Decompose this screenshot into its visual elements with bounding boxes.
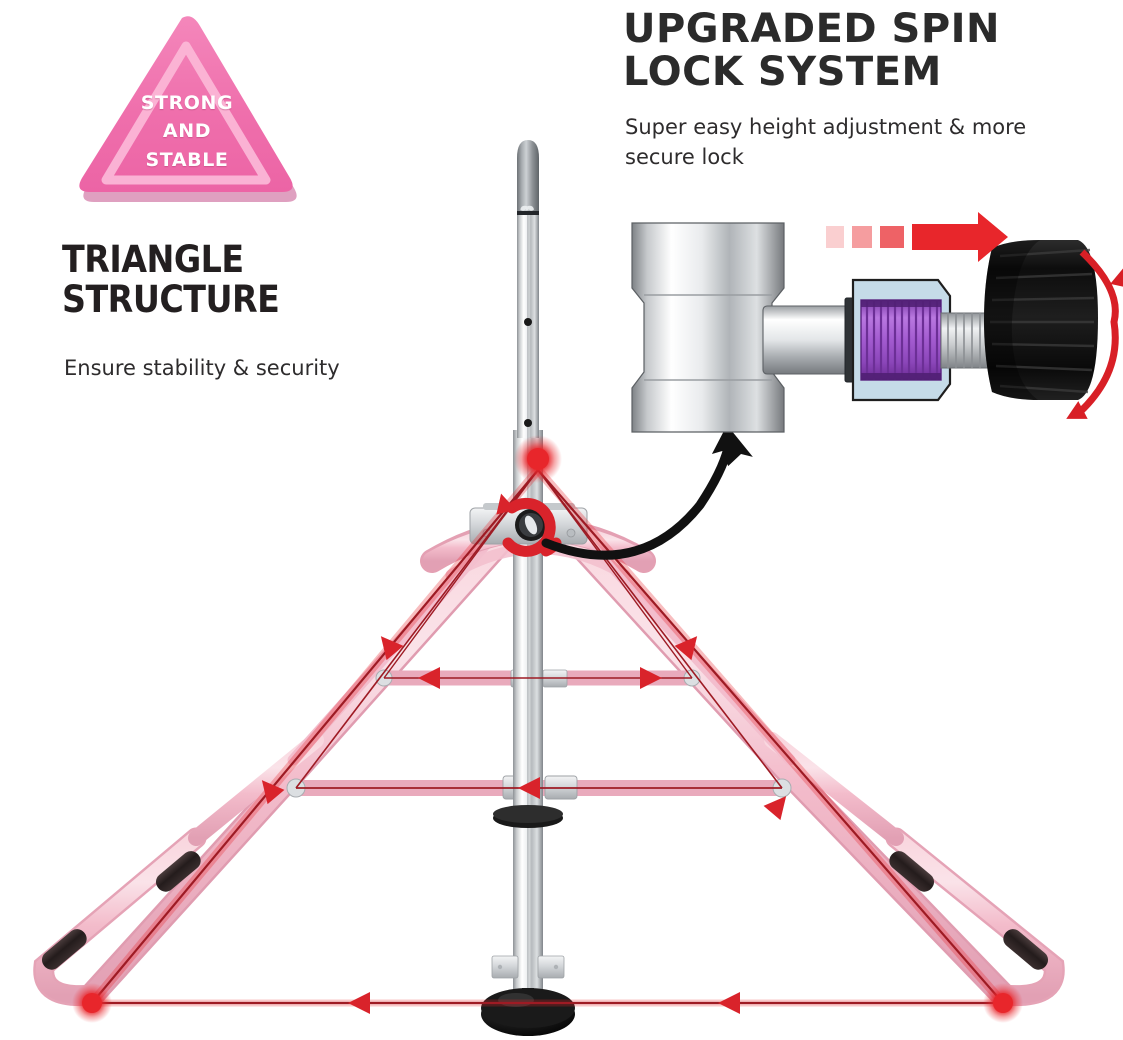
heading-line-1: TRIANGLE [62,238,244,281]
triangle-structure-heading: TRIANGLE STRUCTURE [62,240,462,320]
subtitle-line-1: Super easy height adjustment & [625,115,966,139]
subtitle-line-2: more secure lock [625,115,1027,169]
spin-lock-subtitle: Super easy height adjustment & more secu… [625,113,1055,173]
force-arrowheads [261,636,787,1014]
spin-lock-hub-clamp [469,503,588,545]
telescoping-pole [481,140,575,1036]
upper-crossbar [375,669,701,688]
heading-line-2: LOCK SYSTEM [623,49,942,96]
push-direction-arrow [826,212,1008,262]
rotate-knob-arrow [1066,249,1123,419]
heading-line-2: STRUCTURE [62,277,280,321]
badge-line-3: STABLE [145,149,229,171]
triangle-structure-subtitle: Ensure stability & security [64,356,340,380]
right-leg [543,506,1065,1008]
hub-rotate-arrow [496,493,562,557]
purple-threaded-bushing [860,299,942,381]
spin-lock-heading: UPGRADED SPIN LOCK SYSTEM [623,6,1093,96]
black-knurled-knob [984,240,1098,400]
threaded-screw-shaft [940,312,1014,369]
vertical-pole-cylinder [631,222,785,433]
strong-and-stable-badge: STRONG AND STABLE [68,6,306,216]
badge-line-2: AND [162,120,212,142]
heading-line-1: UPGRADED SPIN [623,6,1001,52]
badge-line-1: STRONG [140,92,234,114]
steel-pin-shaft [762,297,863,383]
left-leg [33,506,534,1008]
callout-curved-arrow [541,425,753,560]
housing-block [851,278,952,402]
lower-crossbar [286,775,792,800]
leg-top-arc [420,517,656,581]
